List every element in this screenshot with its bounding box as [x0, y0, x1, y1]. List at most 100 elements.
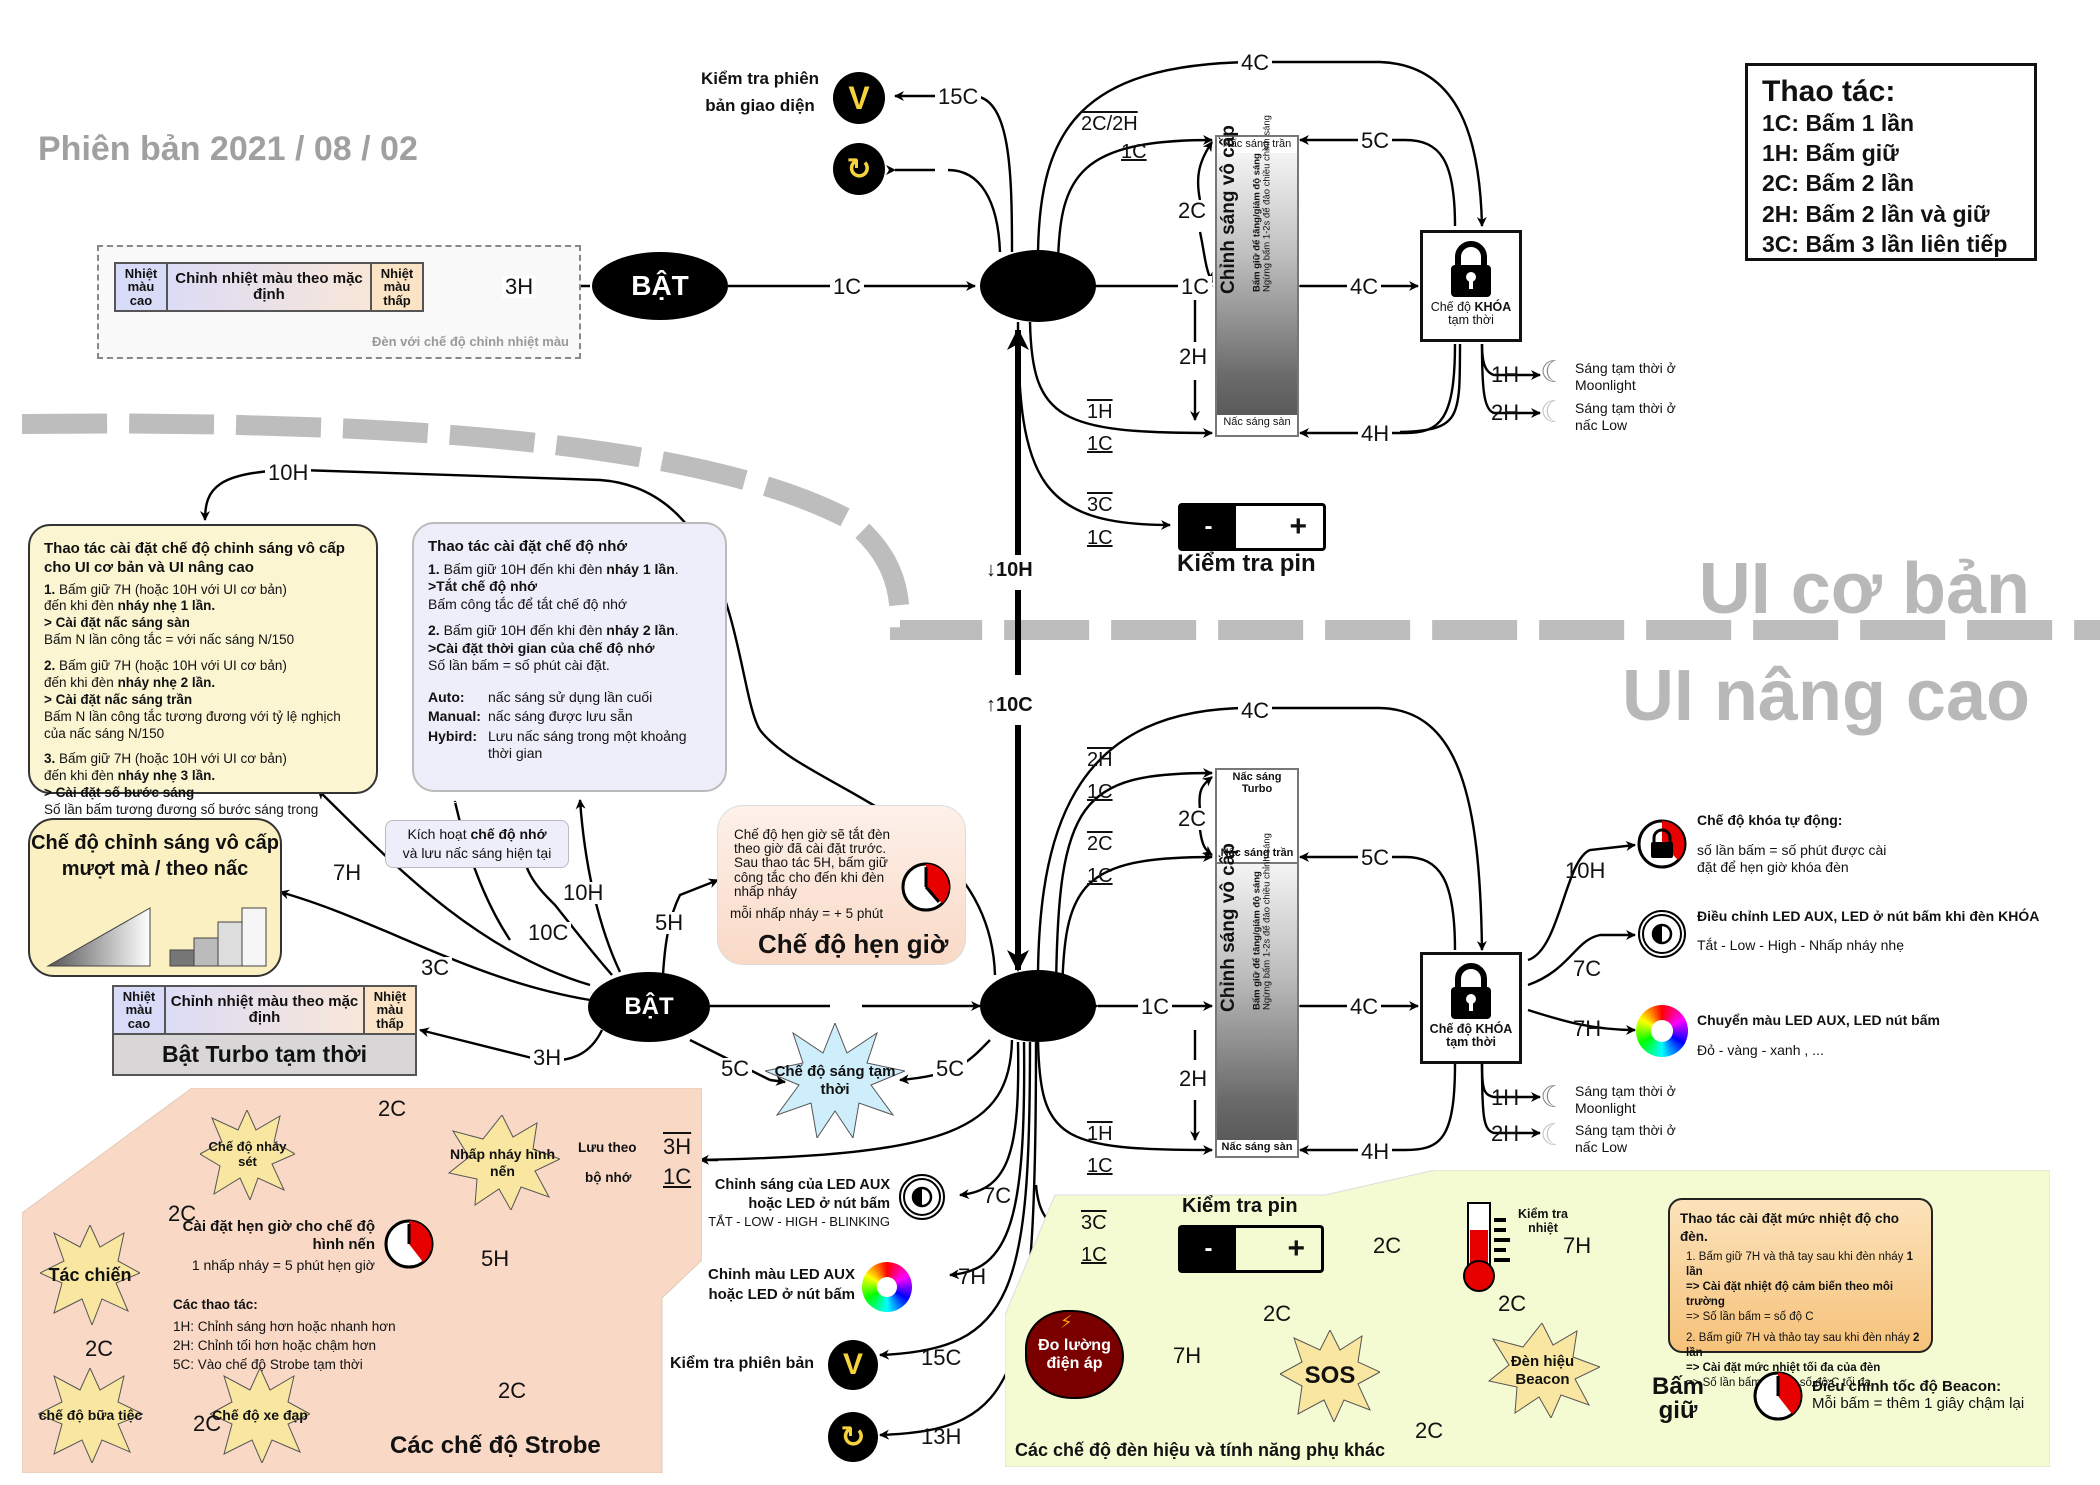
temp-settings-title: Thao tác cài đặt mức nhiệt độ cho đèn.	[1680, 1211, 1900, 1244]
strobe-candle[interactable]: Nhấp nháy hình nến	[445, 1115, 560, 1210]
moon-icon: ☾	[1540, 356, 1567, 389]
ramp-floor: Nấc sáng sàn	[1217, 414, 1297, 431]
candle-timer-title: Cài đặt hẹn giờ cho chế độ hình nến	[182, 1218, 375, 1253]
ramp-settings-box: Thao tác cài đặt chế độ chỉnh sáng vô cấ…	[28, 524, 378, 834]
timer-title: Chế độ hẹn giờ	[758, 929, 949, 959]
ramp-step: 2. Bấm giữ 7H (hoặc 10H với UI cơ bản)đế…	[44, 658, 341, 741]
legend-title: Thao tác:	[1762, 75, 1896, 108]
battery-minus: -	[1181, 1228, 1236, 1270]
legend-box: Thao tác: 1C: Bấm 1 lần 1H: Bấm giữ 2C: …	[1745, 63, 2037, 261]
strobe-bike[interactable]: Chế độ xe đạp	[210, 1368, 310, 1463]
edge-label: 15C	[921, 1345, 962, 1370]
aux-brightness-icon[interactable]	[897, 1172, 947, 1222]
edge-label: 1C	[1087, 1155, 1113, 1177]
version-icon[interactable]: V	[833, 72, 885, 124]
aux-brightness-icon[interactable]	[1636, 908, 1688, 960]
color-wheel-icon[interactable]	[1636, 1005, 1688, 1057]
edge-label: 4C	[1347, 996, 1382, 1018]
battery-icon[interactable]: - +	[1178, 503, 1326, 551]
edge-label: 13H	[921, 1424, 962, 1449]
region-label-basic: UI cơ bản	[1698, 549, 2030, 629]
edge-label: 7H	[1173, 1343, 1202, 1368]
autolock-timer-icon[interactable]	[1636, 818, 1688, 870]
edge-label-10h: ↓10H	[986, 559, 1033, 581]
edge-label: 2H	[1087, 749, 1113, 771]
version-check-label: Kiểm tra phiên bản giao diện	[700, 69, 820, 116]
edge-label: 2C	[498, 1378, 527, 1403]
momentary-mode[interactable]: Chế độ sáng tạm thời	[765, 1023, 905, 1138]
low-label: Sáng tạm thời ở nấc Low	[1575, 1122, 1676, 1155]
edge-label: 1H	[1491, 362, 1520, 387]
edge-label: 4C	[1238, 700, 1273, 722]
aux-area-title: Các chế độ đèn hiệu và tính năng phụ khá…	[1015, 1440, 1386, 1460]
memory-save-label: bộ nhớ	[585, 1170, 632, 1185]
edge-label: 2C	[1175, 200, 1210, 222]
aux-color-desc: Đỏ - vàng - xanh , ...	[1697, 1042, 1824, 1058]
edge-basic-15c	[894, 91, 1014, 253]
strobe-party[interactable]: chế độ bữa tiệc	[38, 1368, 143, 1463]
on-node-advanced[interactable]: BẬT	[588, 972, 710, 1042]
smooth-ramp-title: Chế độ chỉnh sáng vô cấp mượt mà / theo …	[31, 832, 279, 880]
legend-row: 1C: Bấm 1 lần	[1762, 109, 1915, 136]
aux-lock-desc: Tắt - Low - High - Nhấp nháy nhẹ	[1697, 937, 1904, 953]
edge-label: 2C	[1263, 1301, 1292, 1326]
off-node-advanced[interactable]	[980, 970, 1096, 1042]
factory-reset-icon[interactable]: ↻	[833, 143, 885, 195]
temp-step: 1. Bấm giữ 7H và thả tay sau khi đèn nhá…	[1686, 1251, 1913, 1323]
timer-per-blink: mỗi nhấp nháy = + 5 phút	[730, 906, 884, 921]
factory-reset-icon[interactable]: ↻	[828, 1412, 878, 1462]
battery-plus: +	[1289, 510, 1307, 543]
off-node-basic[interactable]	[980, 250, 1096, 322]
beacon-mode[interactable]: Đèn hiệu Beacon	[1485, 1323, 1600, 1418]
edge-label: 3C	[1087, 494, 1113, 516]
edge-label: 7C	[1573, 956, 1602, 981]
region-label-advanced: UI nâng cao	[1621, 656, 2030, 736]
timer-fill-wedge	[926, 864, 949, 904]
moonlight-label: Sáng tạm thời ở Moonlight	[1575, 360, 1676, 393]
edge-label: 2C	[378, 1096, 407, 1121]
edge-label: 2C/2H	[1081, 113, 1138, 135]
edge-label: 5C	[1358, 847, 1393, 869]
on-node-basic[interactable]: BẬT	[592, 252, 728, 320]
edge-label: 2H	[1176, 346, 1211, 368]
ramp-ceiling: Nấc sáng trần	[1217, 846, 1297, 864]
version-label: Phiên bản 2021 / 08 / 02	[38, 130, 418, 168]
sos-mode[interactable]: SOS	[1280, 1330, 1380, 1422]
voltage-measure-node[interactable]: Đo lường điện áp	[1025, 1310, 1124, 1399]
ramp-ceiling: Nấc sáng trần	[1217, 137, 1297, 153]
strobe-lightning[interactable]: Chế độ nháy sét	[200, 1110, 295, 1200]
moon-icon: ☾	[1540, 1119, 1567, 1152]
edge-label: 1C	[1087, 433, 1113, 455]
colortemp-low: Nhiệt màu thấp	[370, 264, 422, 310]
edge-label: 7H	[958, 1264, 987, 1289]
thermometer-icon[interactable]	[1460, 1200, 1515, 1295]
edge-label: 1C	[1087, 781, 1113, 803]
strobe-tactical[interactable]: Tác chiến	[40, 1225, 140, 1325]
legend-row: 1H: Bấm giữ	[1762, 139, 1899, 166]
edge-label: 2C	[1087, 833, 1113, 855]
edge-label: 3H	[530, 1047, 565, 1069]
edge-label: 1C	[1087, 865, 1113, 887]
edge-label: 2C	[85, 1336, 114, 1361]
battery-icon[interactable]: - +	[1178, 1225, 1324, 1273]
memory-step: 1. Bấm giữ 10H đến khi đèn nháy 1 lần.>T…	[428, 560, 679, 612]
ramp-bar-basic: Nấc sáng trần Chỉnh sáng vô cấp Bấm giữ …	[1215, 115, 1299, 437]
memory-step: 2. Bấm giữ 10H đến khi đèn nháy 2 lần.>C…	[428, 622, 679, 674]
version-icon[interactable]: V	[828, 1340, 878, 1390]
edge-label: 5H	[481, 1246, 510, 1271]
ramp-title: Chỉnh sáng vô cấp	[1218, 124, 1239, 294]
moon-icon: ☾	[1540, 1081, 1567, 1114]
lightning-icon: ⚡	[1060, 1312, 1073, 1332]
edge-label: 4C	[1238, 52, 1273, 74]
color-wheel-icon[interactable]	[862, 1262, 912, 1312]
edge-label: 5C	[718, 1058, 753, 1080]
smooth-ramp-box: Chế độ chỉnh sáng vô cấp mượt mà / theo …	[28, 818, 282, 977]
legend-row: 2C: Bấm 2 lần	[1762, 170, 1915, 197]
timer-desc: Chế độ hẹn giờ sẽ tắt đèn theo giờ đã cà…	[734, 827, 890, 899]
edge-label-10c: ↑10C	[986, 694, 1033, 716]
legend-row: 3C: Bấm 3 lần liên tiếp	[1762, 230, 2008, 257]
